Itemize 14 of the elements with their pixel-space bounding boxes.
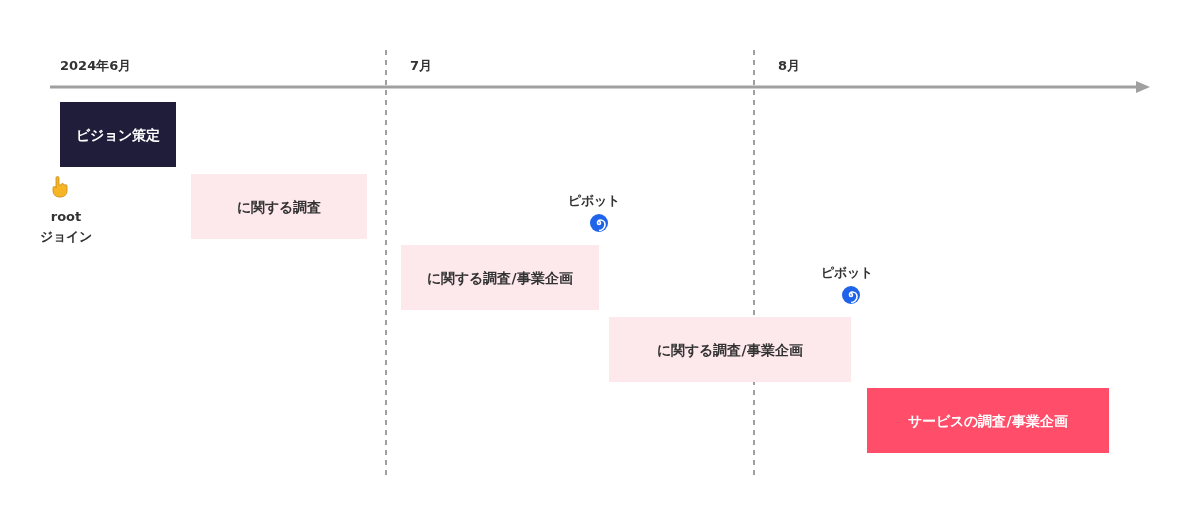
task-label: に関する調査/事業企画: [427, 268, 573, 288]
month-label: 7月: [410, 57, 433, 75]
task-label: ビジョン策定: [76, 125, 160, 145]
task-label: サービスの調査/事業企画: [908, 411, 1068, 431]
event-label: ピボット: [821, 264, 873, 282]
event-label: root ジョイン: [39, 208, 93, 246]
task-box: [60, 102, 176, 167]
task-box: [609, 317, 851, 382]
month-label: 2024年6月: [60, 57, 132, 75]
task-label: に関する調査/事業企画: [657, 340, 803, 360]
month-label: 8月: [778, 57, 801, 75]
event-label: ピボット: [568, 192, 620, 210]
task-box: [867, 388, 1109, 453]
task-label: に関する調査: [237, 197, 321, 217]
